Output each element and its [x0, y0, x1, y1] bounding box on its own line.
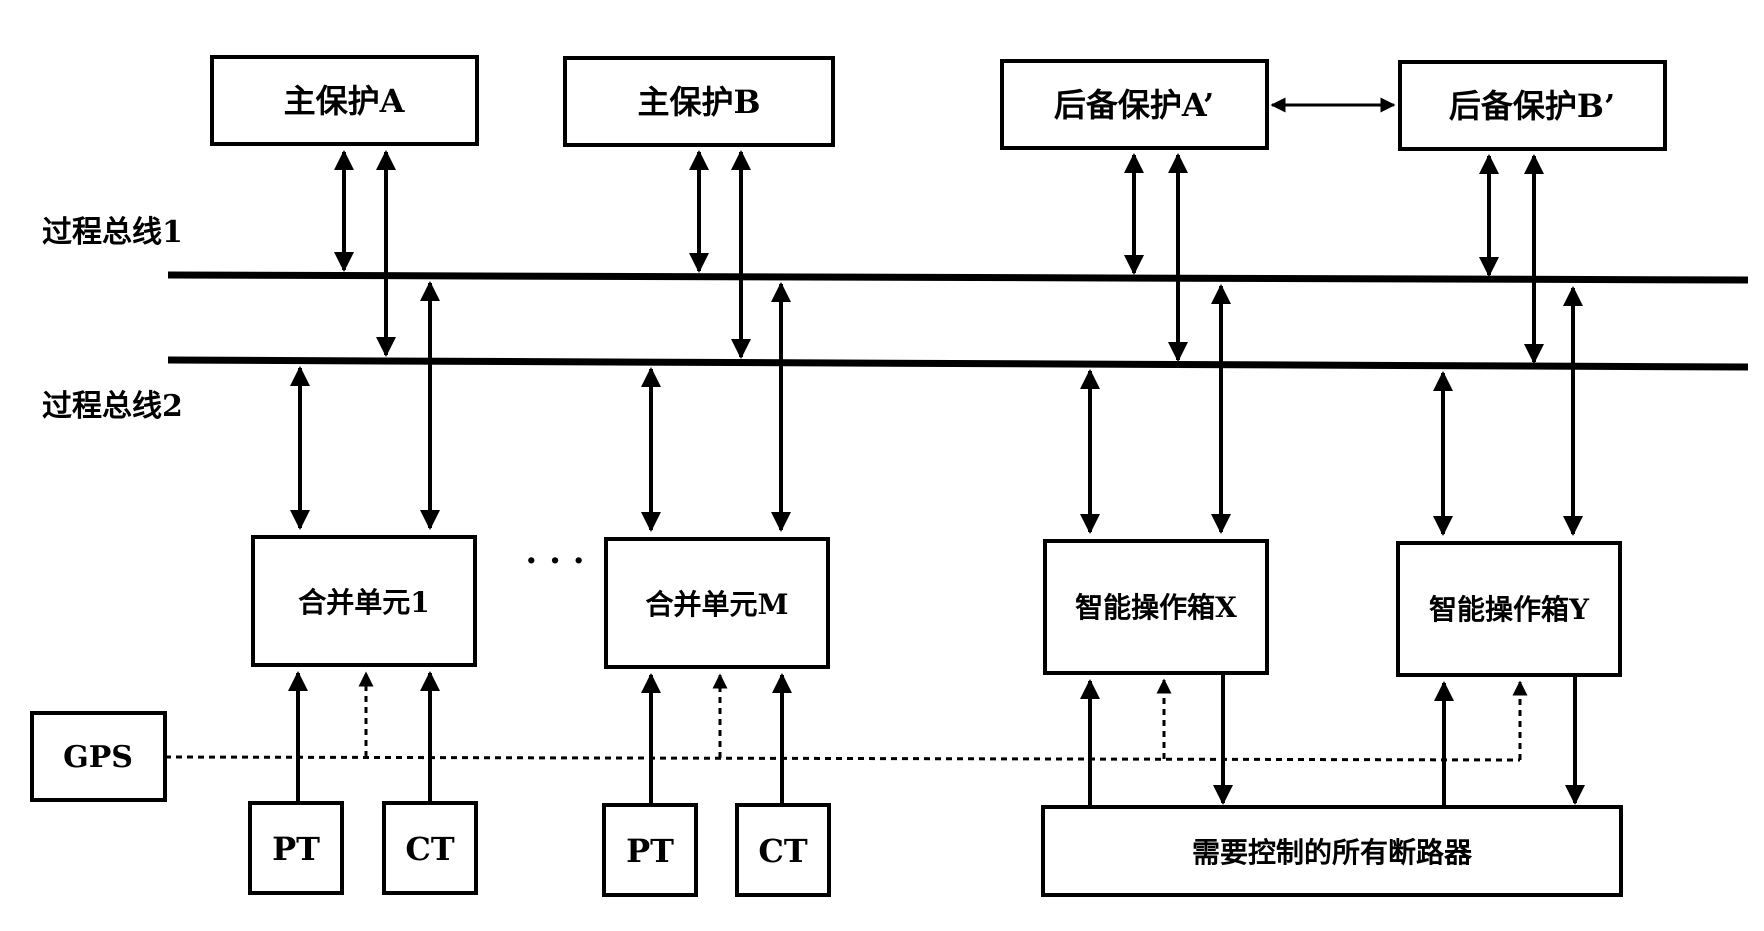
svg-text:后备保护B’: 后备保护B’	[1449, 87, 1615, 125]
process-bus-1-label: 过程总线1	[42, 215, 183, 250]
merge-unit-m-box: 合并单元M	[604, 537, 830, 669]
smart-operation-box-x: 智能操作箱X	[1043, 539, 1269, 675]
bus-unit-arrows	[290, 281, 1583, 536]
svg-text:PT: PT	[272, 830, 320, 868]
svg-text:智能操作箱Y: 智能操作箱Y	[1429, 593, 1590, 626]
protection-bus-arrows	[334, 150, 1544, 364]
svg-text:CT: CT	[405, 830, 454, 868]
gps-sync-lines	[164, 671, 1528, 762]
svg-text:CT: CT	[758, 832, 807, 870]
pt-1-box: PT	[248, 801, 344, 895]
svg-text:主保护A: 主保护A	[284, 82, 406, 120]
pt-m-box: PT	[602, 803, 698, 897]
svg-text:主保护B: 主保护B	[637, 83, 760, 121]
svg-text:需要控制的所有断路器: 需要控制的所有断路器	[1192, 836, 1473, 869]
process-bus-2-line	[167, 356, 1749, 371]
ct-1-box: CT	[382, 801, 478, 895]
ellipsis: · · ·	[525, 541, 584, 581]
svg-text:智能操作箱X: 智能操作箱X	[1075, 591, 1237, 624]
box-breaker-arrows	[1080, 675, 1585, 805]
svg-text:PT: PT	[626, 832, 674, 870]
merge-unit-1-box: 合并单元1	[251, 535, 477, 667]
ct-m-box: CT	[735, 803, 831, 897]
process-bus-2-label: 过程总线2	[42, 389, 183, 424]
all-breakers-box: 需要控制的所有断路器	[1041, 805, 1623, 897]
svg-text:合并单元M: 合并单元M	[646, 588, 789, 621]
smart-operation-box-y: 智能操作箱Y	[1396, 541, 1622, 677]
gps-sync-horizontal	[164, 755, 1521, 762]
svg-text:后备保护A’: 后备保护A’	[1054, 86, 1214, 124]
backup-protection-b-box: 后备保护B’	[1398, 60, 1667, 151]
process-bus-1-line	[167, 271, 1749, 284]
main-protection-b-box: 主保护B	[563, 56, 835, 147]
svg-text:GPS: GPS	[63, 740, 133, 775]
sensor-unit-arrows	[288, 671, 792, 803]
backup-protection-a-box: 后备保护A’	[1000, 59, 1269, 150]
main-protection-a-box: 主保护A	[210, 55, 479, 146]
svg-text:合并单元1: 合并单元1	[298, 586, 429, 619]
gps-box: GPS	[30, 711, 167, 802]
